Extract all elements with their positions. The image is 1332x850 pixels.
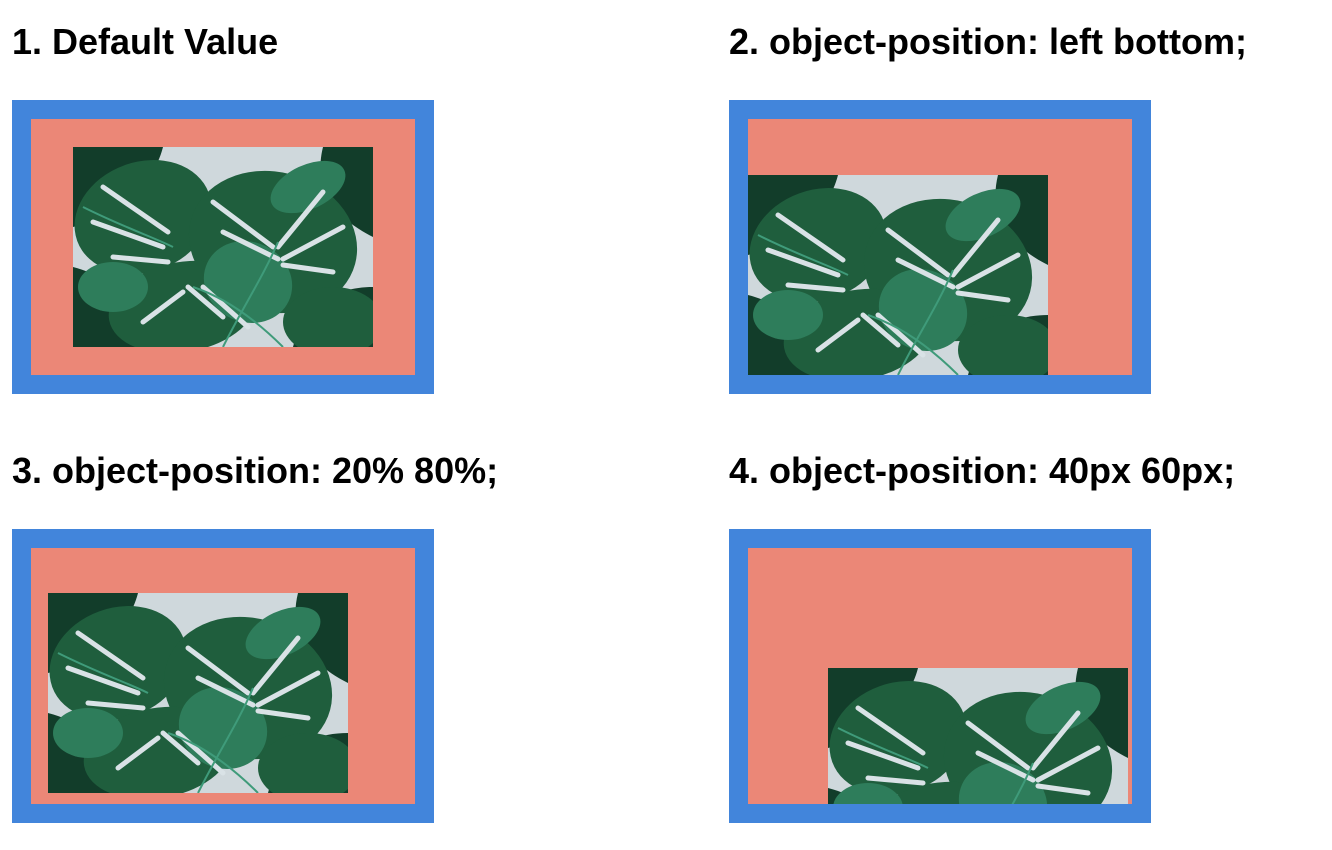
demo-title: 2. object-position: left bottom; <box>729 21 1247 62</box>
image-frame <box>12 529 434 823</box>
image-frame <box>729 529 1151 823</box>
image-frame <box>729 100 1151 394</box>
demo-title: 4. object-position: 40px 60px; <box>729 450 1236 491</box>
monstera-leaves-image <box>828 668 1128 804</box>
image-frame <box>12 100 434 394</box>
monstera-leaves-image <box>48 593 348 793</box>
demo-title: 1. Default Value <box>12 21 279 62</box>
monstera-leaves-image <box>73 147 373 347</box>
demo-title: 3. object-position: 20% 80%; <box>12 450 499 491</box>
monstera-leaves-image <box>748 175 1048 375</box>
